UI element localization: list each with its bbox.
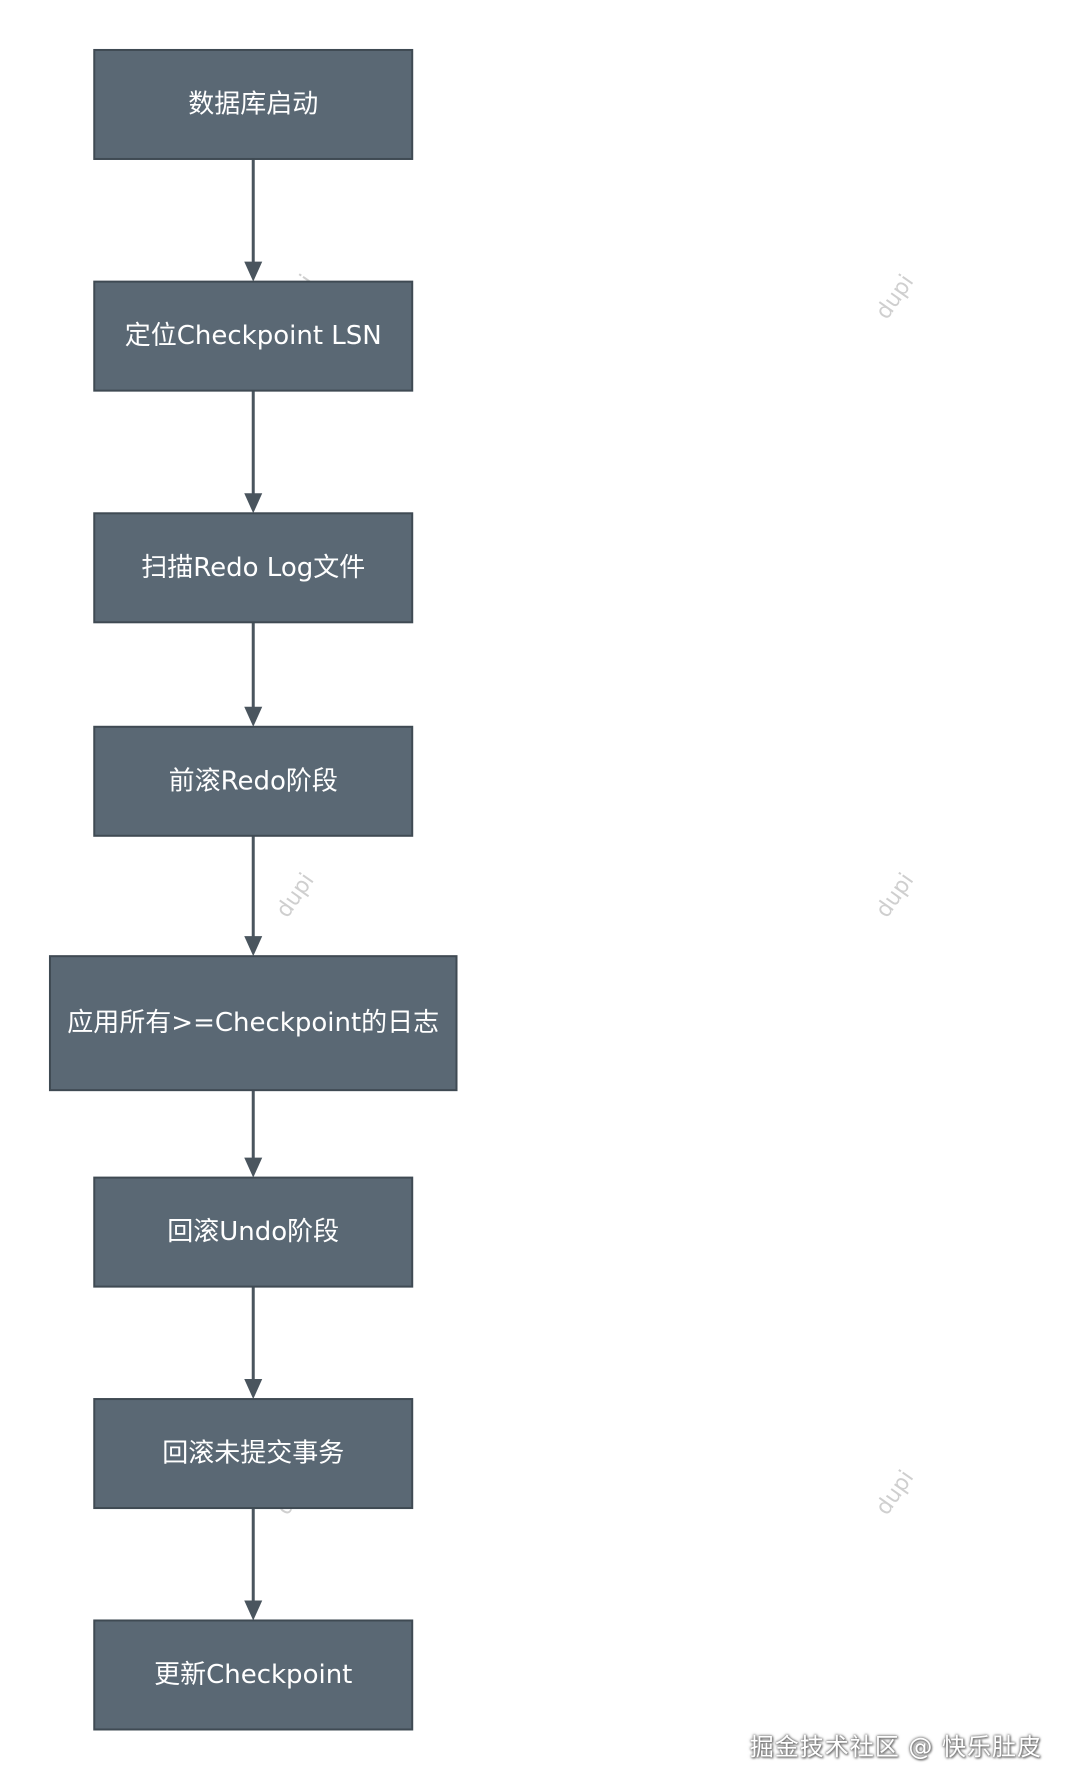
flow-arrow-rollback-to-update (244, 1508, 263, 1621)
flow-node-apply: 应用所有>=Checkpoint的日志 (48, 955, 458, 1092)
flow-node-scan: 扫描Redo Log文件 (93, 512, 414, 624)
flow-arrow-redo-to-apply (244, 835, 263, 957)
flow-arrowhead-icon (244, 1600, 263, 1621)
watermark-text: dupi (272, 869, 320, 923)
flow-arrow-start-to-locate (244, 158, 263, 282)
credit-watermark: 掘金技术社区 @ 快乐肚皮 (749, 1733, 1042, 1761)
flow-arrow-undo-to-rollback (244, 1286, 263, 1400)
flow-node-rollback: 回滚未提交事务 (93, 1398, 414, 1510)
flow-node-box (93, 725, 414, 837)
edge-layer (244, 158, 263, 1621)
flow-node-box (93, 48, 414, 160)
watermark-text: dupi (871, 270, 919, 324)
flow-arrowhead-icon (244, 1157, 263, 1178)
flow-node-box (93, 1176, 414, 1288)
flow-node-undo: 回滚Undo阶段 (93, 1176, 414, 1288)
flow-node-box (93, 1398, 414, 1510)
flow-arrowhead-icon (244, 261, 263, 282)
flow-node-box (93, 512, 414, 624)
flow-node-update: 更新Checkpoint (93, 1619, 414, 1731)
flow-arrowhead-icon (244, 1379, 263, 1400)
flow-node-label: 定位Checkpoint LSN (125, 321, 382, 351)
flow-node-locate: 定位Checkpoint LSN (93, 280, 414, 392)
flow-node-label: 扫描Redo Log文件 (141, 553, 365, 583)
flow-arrow-scan-to-redo (244, 622, 263, 727)
watermark-layer: dupidupidupidupidupidupi (272, 270, 920, 1519)
flow-node-box (93, 280, 414, 392)
flow-node-start: 数据库启动 (93, 48, 414, 160)
flow-node-label: 更新Checkpoint (154, 1660, 352, 1690)
flow-arrow-locate-to-scan (244, 390, 263, 514)
flow-node-redo: 前滚Redo阶段 (93, 725, 414, 837)
flow-arrowhead-icon (244, 936, 263, 957)
flow-arrowhead-icon (244, 706, 263, 727)
flow-node-label: 前滚Redo阶段 (169, 766, 338, 796)
flow-node-box (93, 1619, 414, 1731)
flow-node-label: 回滚Undo阶段 (167, 1217, 339, 1247)
flow-node-label: 应用所有>=Checkpoint的日志 (67, 1008, 439, 1038)
watermark-text: dupi (871, 1466, 919, 1520)
watermark-text: dupi (871, 869, 919, 923)
flow-node-label: 回滚未提交事务 (162, 1439, 344, 1469)
flow-arrowhead-icon (244, 493, 263, 514)
flow-arrow-apply-to-undo (244, 1090, 263, 1178)
flow-node-box (48, 955, 458, 1092)
flow-node-label: 数据库启动 (188, 89, 318, 119)
